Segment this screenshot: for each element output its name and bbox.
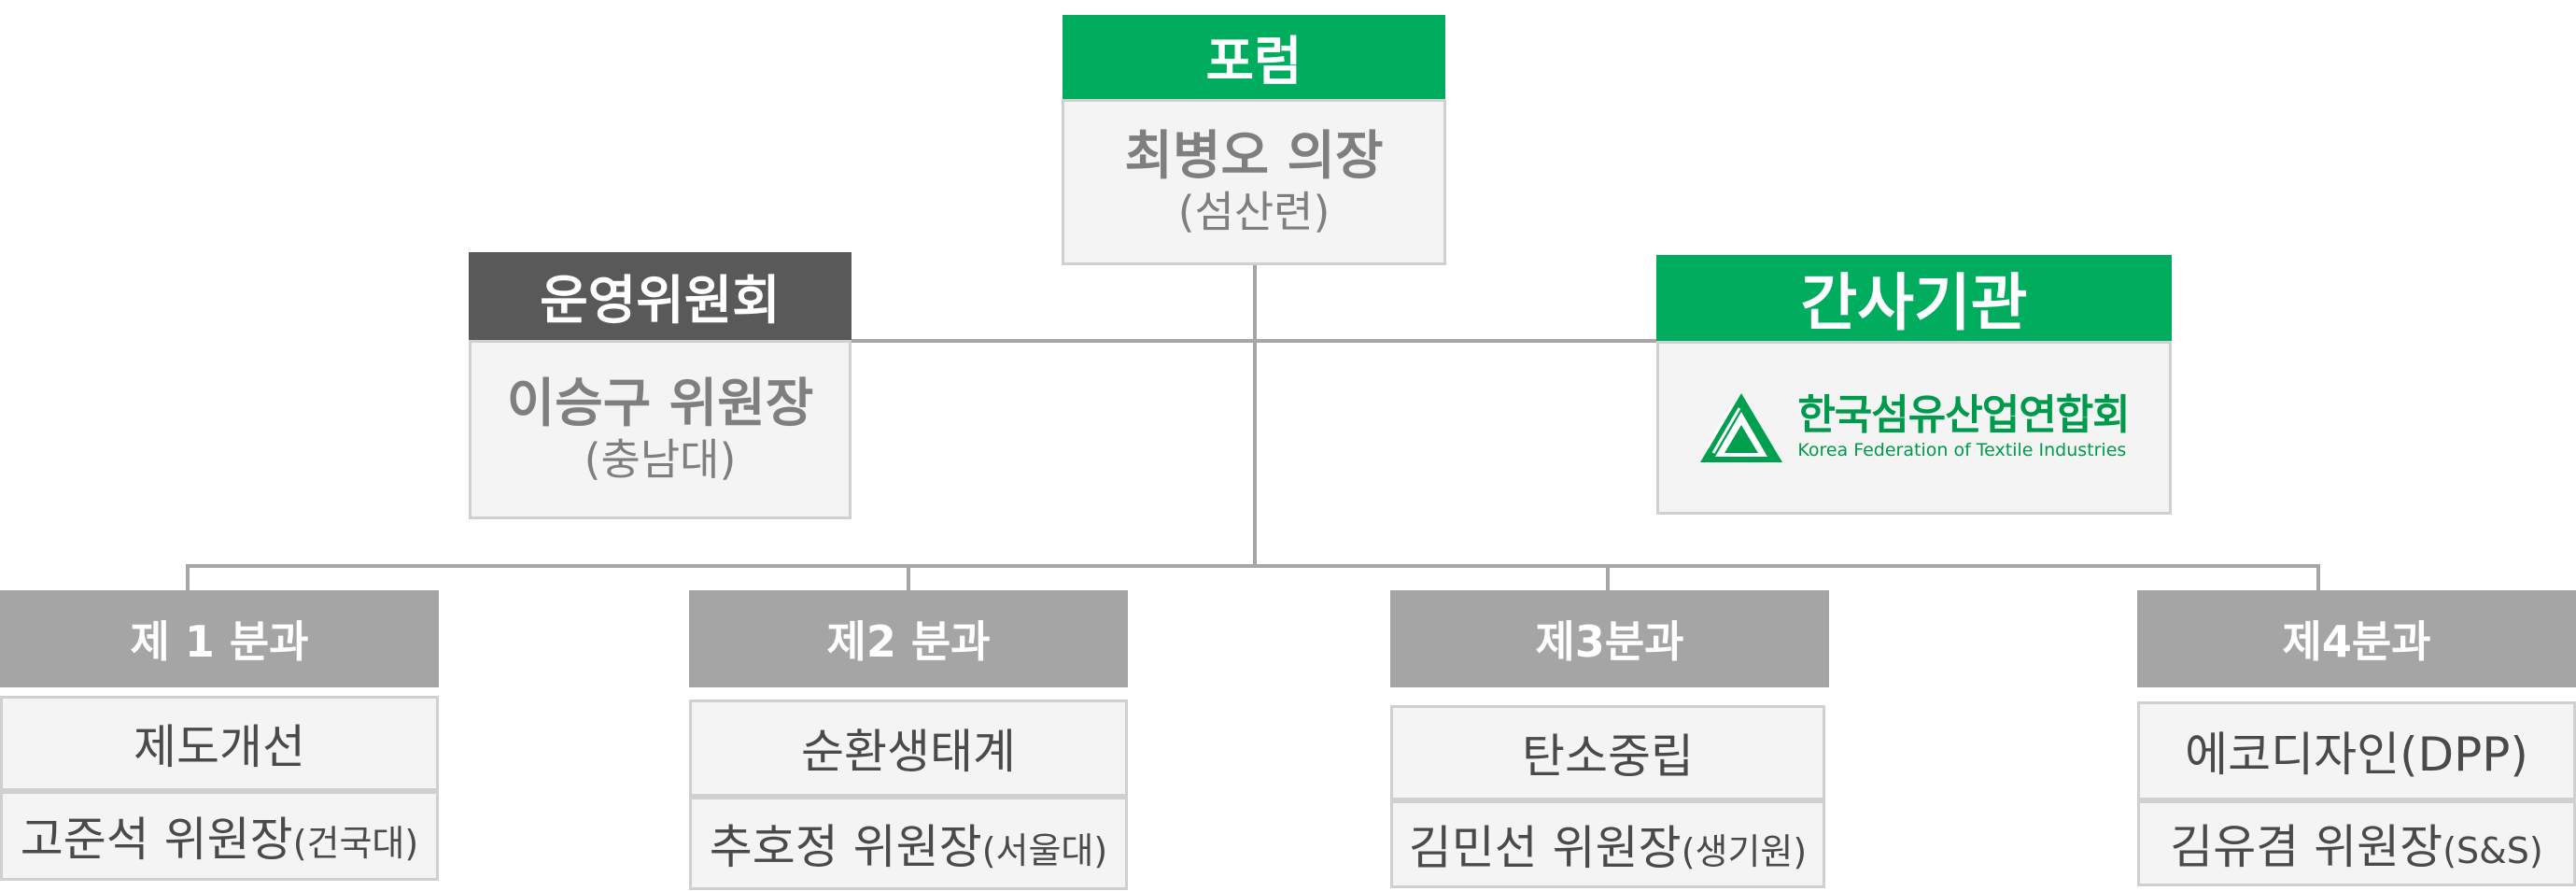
secretariat-body: 한국섬유산업연합회 Korea Federation of Textile In… [1656, 341, 2172, 515]
division-1-chair: 고준석 위원장(건국대) [0, 791, 439, 881]
steering-chair: 이승구 위원장 [506, 374, 814, 435]
logo-english-name: Korea Federation of Textile Industries [1797, 439, 2127, 460]
division-2-chair-name: 추호정 위원장 [709, 820, 982, 874]
connector-division-3 [1606, 564, 1610, 590]
forum-header: 포럼 [1063, 15, 1445, 99]
kofoti-logo-icon [1700, 393, 1783, 462]
division-2-topic-label: 순환생태계 [801, 725, 1016, 779]
connector-division-2 [907, 564, 910, 590]
forum-header-label: 포럼 [1205, 31, 1302, 92]
division-2-topic: 순환생태계 [689, 700, 1128, 797]
steering-body: 이승구 위원장 (충남대) [469, 340, 852, 519]
forum-chair: 최병오 의장 [1124, 126, 1384, 188]
division-1-topic: 제도개선 [0, 696, 439, 791]
division-3-topic-label: 탄소중립 [1522, 729, 1694, 784]
division-3-header: 제3분과 [1390, 590, 1829, 687]
division-1-affiliation: (건국대) [292, 823, 419, 864]
steering-header-label: 운영위원회 [540, 270, 781, 332]
division-1-topic-label: 제도개선 [134, 720, 305, 774]
connector-division-1 [186, 564, 190, 590]
division-4-topic: 에코디자인(DPP) [2137, 701, 2576, 800]
division-3-topic: 탄소중립 [1390, 705, 1825, 800]
forum-affiliation: (섬산련) [1177, 186, 1330, 237]
division-2-header-label: 제2 분과 [826, 616, 991, 667]
division-4-affiliation: (S&S) [2442, 830, 2543, 871]
connector-forum-vertical [1253, 263, 1257, 566]
logo-korean-name: 한국섬유산업연합회 [1797, 391, 2130, 440]
division-2-header: 제2 분과 [689, 590, 1128, 687]
division-4-chair: 김유겸 위원장(S&S) [2137, 800, 2576, 886]
division-3-chair: 김민선 위원장(생기원) [1390, 800, 1825, 888]
division-4-chair-name: 김유겸 위원장 [2170, 820, 2443, 874]
division-4-header: 제4분과 [2137, 590, 2576, 687]
division-4-topic-label: 에코디자인(DPP) [2185, 728, 2528, 782]
division-3-header-label: 제3분과 [1535, 616, 1684, 667]
division-3-chair-name: 김민선 위원장 [1408, 821, 1682, 875]
connector-side-horizontal [852, 339, 1656, 343]
division-2-affiliation: (서울대) [981, 830, 1108, 871]
steering-header: 운영위원회 [469, 252, 852, 340]
secretariat-header: 간사기관 [1656, 255, 2172, 341]
connector-division-4 [2316, 564, 2320, 590]
division-2-chair: 추호정 위원장(서울대) [689, 797, 1128, 890]
kofoti-logo-text: 한국섬유산업연합회 Korea Federation of Textile In… [1797, 391, 2130, 461]
division-1-header: 제 1 분과 [0, 590, 439, 687]
division-3-affiliation: (생기원) [1681, 831, 1808, 872]
secretariat-header-label: 간사기관 [1800, 267, 2028, 339]
division-4-header-label: 제4분과 [2282, 616, 2431, 667]
forum-body: 최병오 의장 (섬산련) [1062, 99, 1446, 265]
division-1-chair-name: 고준석 위원장 [20, 813, 293, 867]
division-1-header-label: 제 1 분과 [130, 616, 309, 667]
steering-affiliation: (충남대) [584, 433, 737, 485]
connector-division-horizontal [186, 564, 2320, 568]
